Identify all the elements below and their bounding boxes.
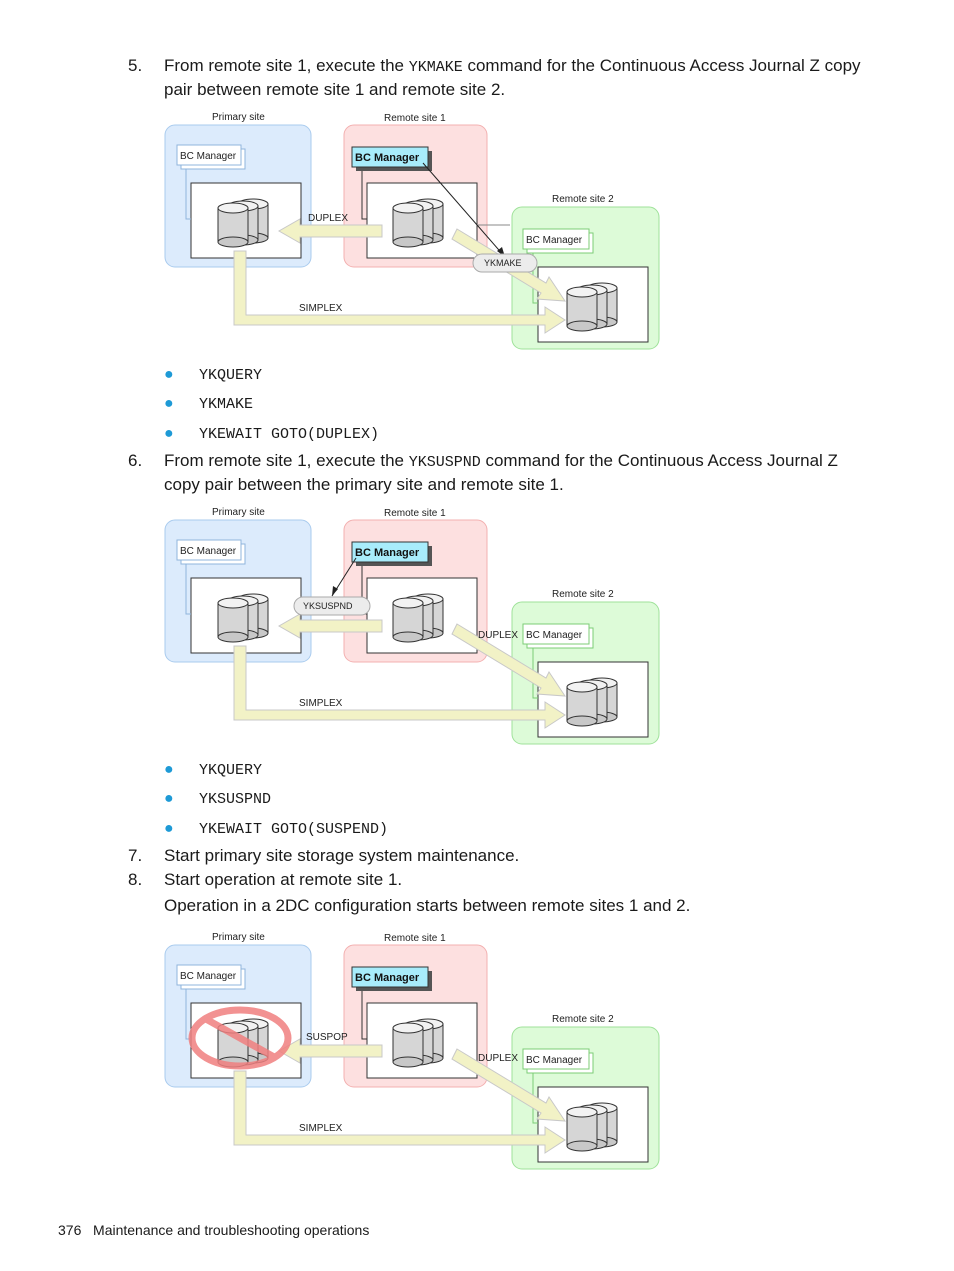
- bc-manager-label: BC Manager: [180, 546, 237, 557]
- diagram-ykmake: Primary site Remote site 1 Remote site 2…: [164, 112, 660, 350]
- step-number: 7.: [128, 846, 143, 865]
- step-text: From remote site 1, execute the: [164, 451, 409, 470]
- simplex-arrow: [233, 645, 566, 729]
- bc-manager-label: BC Manager: [526, 1055, 583, 1066]
- diagram-2dc-operation: Primary site Remote site 1 Remote site 2…: [164, 932, 660, 1170]
- command-name: YKSUSPND: [408, 454, 481, 471]
- remote-site-1-label: Remote site 1: [384, 113, 446, 124]
- step-8-note: Operation in a 2DC configuration starts …: [164, 896, 691, 915]
- bc-manager-label: BC Manager: [180, 971, 237, 982]
- step-text: command for the Continuous Access Journa…: [462, 56, 861, 75]
- bc-manager-label: BC Manager: [355, 152, 420, 164]
- journal-arrow: [451, 1048, 566, 1122]
- step-number: 6.: [128, 451, 143, 470]
- bc-manager-primary: [176, 144, 242, 166]
- bc-manager-label: BC Manager: [355, 547, 420, 559]
- simplex-arrow: [233, 250, 566, 334]
- bc-manager-primary: [176, 964, 242, 986]
- step-number: 5.: [128, 56, 143, 75]
- bc-manager-label: BC Manager: [180, 151, 237, 162]
- suspop-label: SUSPOP: [306, 1032, 348, 1043]
- volume-remote2: [567, 678, 617, 726]
- duplex-label: DUPLEX: [478, 1053, 518, 1064]
- callout-label: YKSUSPND: [303, 601, 353, 611]
- bc-manager-label: BC Manager: [526, 235, 583, 246]
- volume-remote1: [393, 1019, 443, 1067]
- simplex-label: SIMPLEX: [299, 303, 343, 314]
- bc-manager-label: BC Manager: [526, 630, 583, 641]
- simplex-label: SIMPLEX: [299, 698, 343, 709]
- prohibit-icon: [188, 1006, 292, 1070]
- simplex-label: SIMPLEX: [299, 1123, 343, 1134]
- duplex-arrow: [277, 613, 383, 639]
- bc-manager-remote1-active: [351, 146, 429, 168]
- step-text: Start primary site storage system mainte…: [164, 846, 520, 865]
- volume-remote2: [567, 1103, 617, 1151]
- volume-remote2: [567, 283, 617, 331]
- remote-site-1-label: Remote site 1: [384, 508, 446, 519]
- bullet-icon: ●: [164, 761, 174, 778]
- remote-site-2-label: Remote site 2: [552, 589, 614, 600]
- ykmake-callout: [472, 253, 538, 273]
- bc-manager-label: BC Manager: [355, 972, 420, 984]
- page-number: 376: [58, 1222, 82, 1238]
- command-name: YKMAKE: [408, 59, 463, 76]
- bullet-icon: ●: [164, 820, 174, 837]
- duplex-label: DUPLEX: [478, 630, 518, 641]
- bullet-icon: ●: [164, 366, 174, 383]
- page-footer: 376 Maintenance and troubleshooting oper…: [58, 1222, 369, 1238]
- step-text: Start operation at remote site 1.: [164, 870, 403, 889]
- step-text: pair between remote site 1 and remote si…: [164, 80, 506, 99]
- callout-label: YKMAKE: [484, 258, 522, 268]
- volume-remote1: [393, 199, 443, 247]
- simplex-arrow: [233, 1070, 566, 1154]
- bc-manager-remote1-active: [351, 541, 429, 563]
- volume-primary: [218, 594, 268, 642]
- journal-arrow: [451, 623, 566, 697]
- bc-manager-remote2: [522, 228, 590, 250]
- remote-site-2-label: Remote site 2: [552, 1014, 614, 1025]
- duplex-arrow: [277, 218, 383, 244]
- primary-site-label: Primary site: [212, 932, 265, 943]
- step-text: From remote site 1, execute the: [164, 56, 409, 75]
- volume-remote1: [393, 594, 443, 642]
- bullet-icon: ●: [164, 790, 174, 807]
- volume-primary: [218, 199, 268, 247]
- suspop-arrow: [277, 1038, 383, 1064]
- duplex-label: DUPLEX: [308, 213, 348, 224]
- primary-site-label: Primary site: [212, 112, 265, 123]
- bullet-icon: ●: [164, 425, 174, 442]
- bc-manager-primary: [176, 539, 242, 561]
- primary-site-label: Primary site: [212, 507, 265, 518]
- bullet-icon: ●: [164, 395, 174, 412]
- bc-manager-remote1-active: [351, 966, 429, 988]
- remote-site-2-label: Remote site 2: [552, 194, 614, 205]
- step-text: command for the Continuous Access Journa…: [480, 451, 838, 470]
- footer-title: Maintenance and troubleshooting operatio…: [93, 1222, 370, 1238]
- yksuspnd-callout: [293, 596, 371, 616]
- bc-manager-remote2: [522, 623, 590, 645]
- bc-manager-remote2: [522, 1048, 590, 1070]
- step-number: 8.: [128, 870, 143, 889]
- diagram-yksuspnd: Primary site Remote site 1 Remote site 2…: [164, 507, 660, 745]
- step-text: copy pair between the primary site and r…: [164, 475, 564, 494]
- remote-site-1-label: Remote site 1: [384, 933, 446, 944]
